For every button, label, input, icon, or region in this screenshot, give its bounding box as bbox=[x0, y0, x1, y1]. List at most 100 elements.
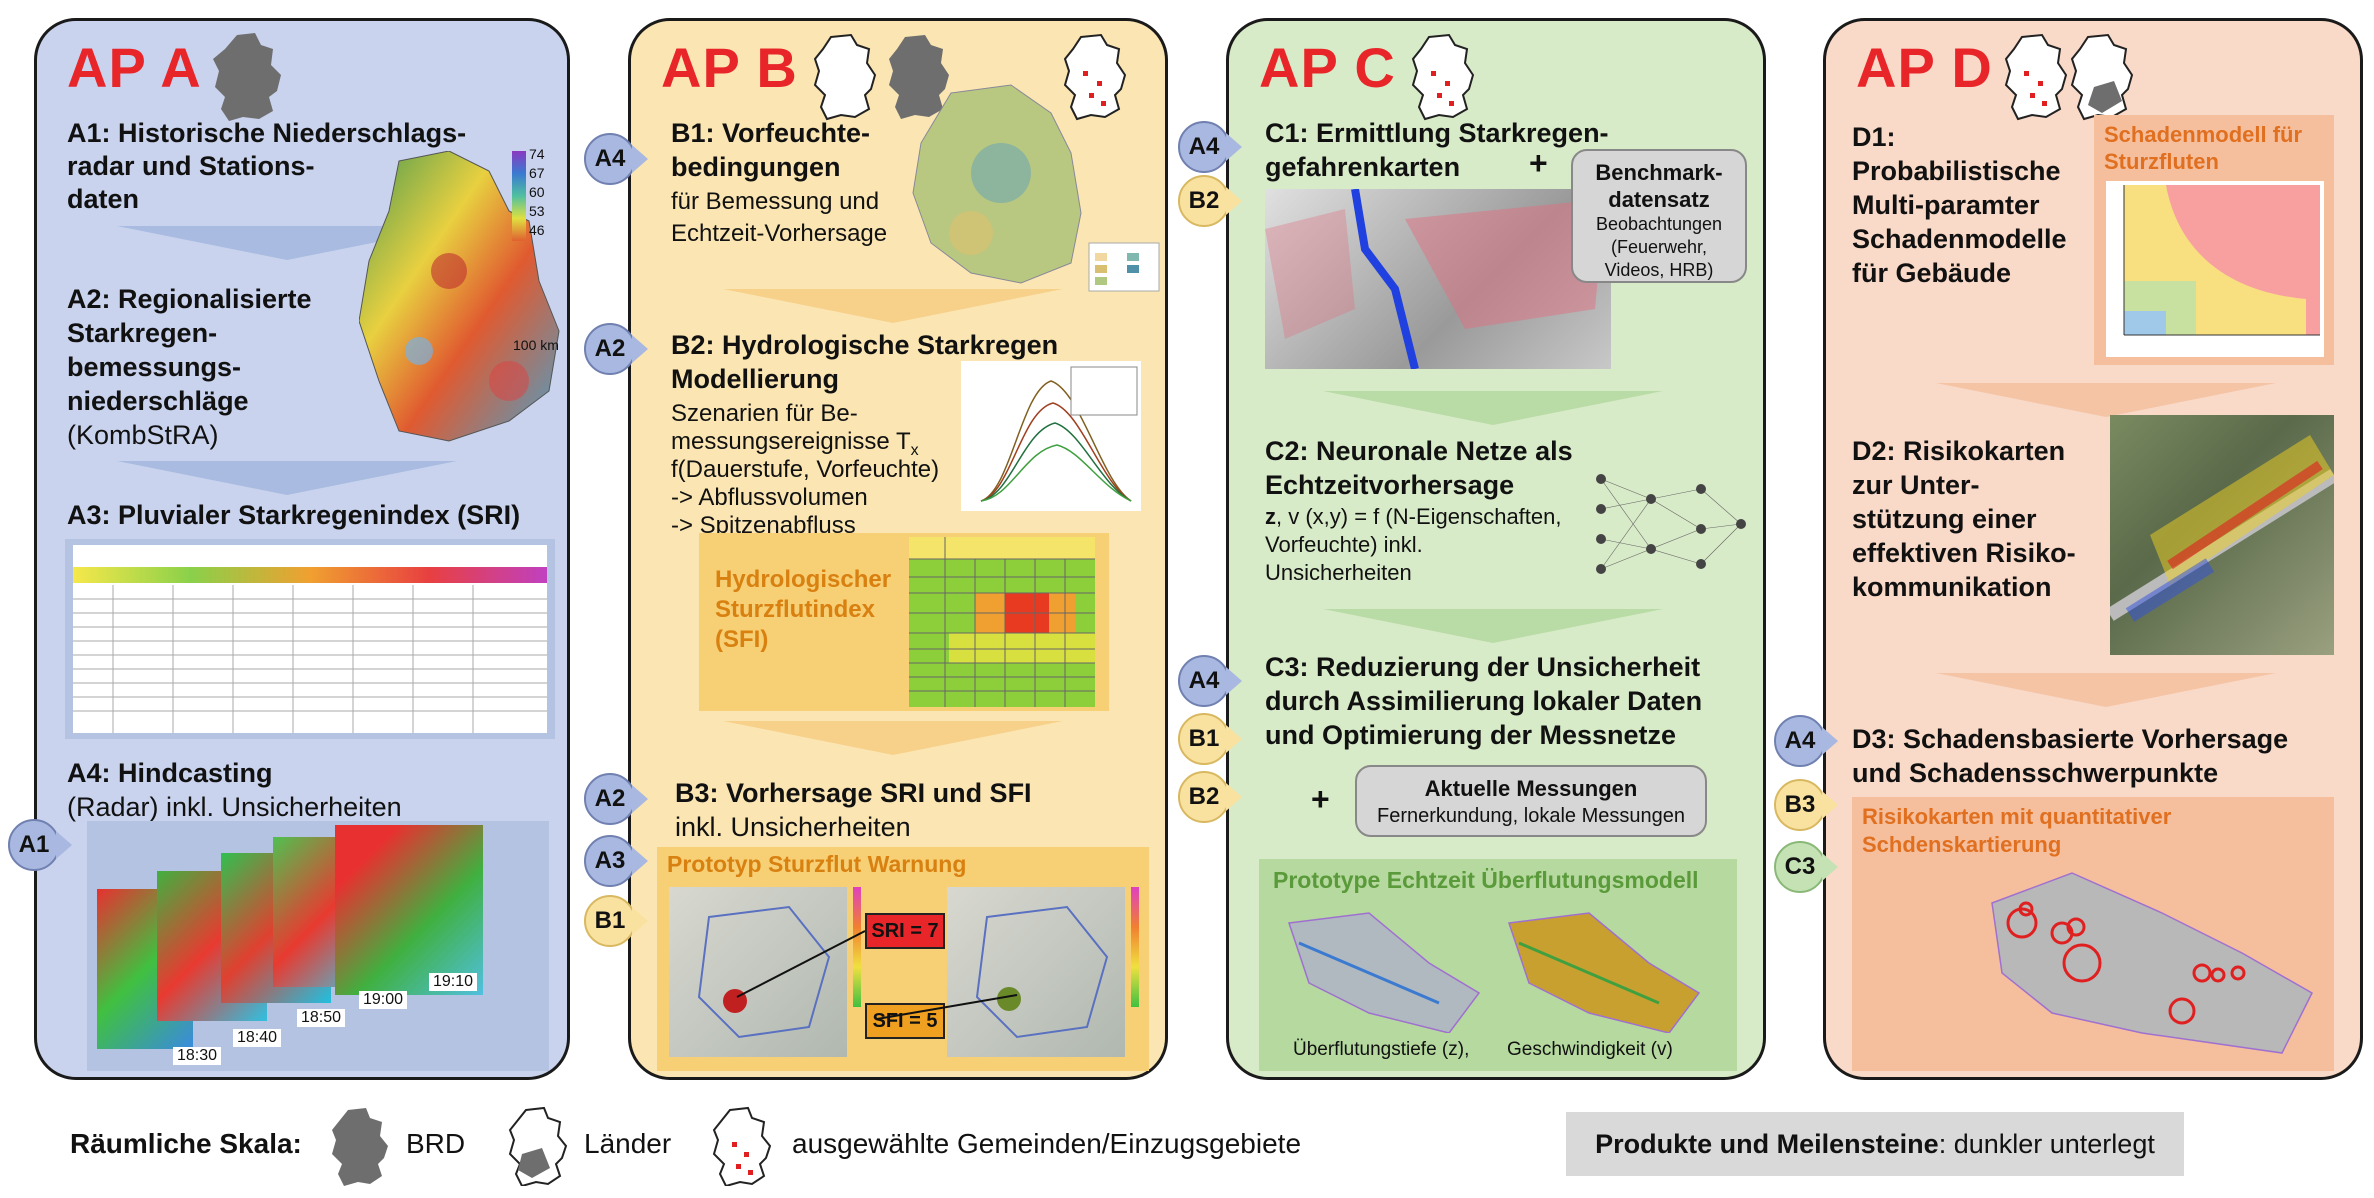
legend-value: 60 bbox=[529, 184, 545, 200]
hydrograph-chart bbox=[961, 361, 1141, 511]
legend-value: 67 bbox=[529, 165, 545, 181]
damage-model-box: Schadenmodell für Sturzfluten bbox=[2094, 115, 2334, 365]
b2-line6: -> Abflussvolumen bbox=[671, 484, 868, 511]
benchmark-box: Benchmark- datensatz Beobachtungen (Feue… bbox=[1571, 149, 1747, 283]
meas-line2: Fernerkundung, lokale Messungen bbox=[1377, 805, 1685, 827]
d1-line1: D1: bbox=[1852, 122, 1896, 152]
tag-a4: A4 bbox=[1178, 654, 1242, 708]
d2-line3: stützung einer bbox=[1852, 504, 2037, 534]
a1-line3: daten bbox=[67, 184, 140, 214]
b1-line2: bedingungen bbox=[671, 152, 841, 182]
bench-line3: Beobachtungen bbox=[1595, 214, 1723, 234]
b1-line1: B1: Vorfeuchte- bbox=[671, 118, 871, 148]
tag-b3: B3 bbox=[1774, 778, 1838, 832]
tag-b1: B1 bbox=[584, 894, 648, 948]
c2-line5: Unsicherheiten bbox=[1265, 560, 1412, 585]
germany-gemeinden-laender-icons bbox=[2004, 33, 2134, 121]
current-measurements-box: Aktuelle Messungen Fernerkundung, lokale… bbox=[1355, 765, 1707, 837]
legend-value: 53 bbox=[529, 203, 545, 219]
d3-line1: D3: Schadensbasierte Vorhersage bbox=[1852, 724, 2289, 754]
legend-laender: Länder bbox=[584, 1128, 672, 1159]
tag-a2: A2 bbox=[584, 322, 648, 376]
sri-table-box bbox=[65, 539, 555, 739]
legend-value: 46 bbox=[529, 222, 545, 238]
panel-ap-c: AP C C1: Ermittlung Starkregen- gefahren… bbox=[1226, 18, 1766, 1080]
tag-b2: B2 bbox=[1178, 174, 1242, 228]
legend-gemeinden: ausgewählte Gemeinden/Einzugsgebiete bbox=[792, 1128, 1302, 1159]
tag-a4: A4 bbox=[1774, 714, 1838, 768]
ap-a-title: AP A bbox=[67, 36, 202, 99]
prototype-warning-title: Prototyp Sturzflut Warnung bbox=[667, 851, 967, 877]
a2-line1: A2: Regionalisierte bbox=[67, 284, 312, 314]
radar-time: 18:40 bbox=[233, 1029, 282, 1047]
d2-line5: kommunikation bbox=[1852, 572, 2052, 602]
sfi-line3: (SFI) bbox=[715, 626, 769, 653]
b3-line2: inkl. Unsicherheiten bbox=[675, 812, 911, 842]
flow-arrow bbox=[117, 461, 457, 495]
radar-time: 18:50 bbox=[297, 1009, 346, 1027]
flood-caption-depth: Überflutungstiefe (z), bbox=[1293, 1039, 1470, 1060]
panel-ap-a: AP A A1: Historische Niederschlags- rada… bbox=[34, 18, 570, 1080]
c2-line3: z, v (x,y) = f (N-Eigenschaften, bbox=[1265, 504, 1562, 529]
tag-a3: A3 bbox=[584, 834, 648, 888]
meas-line1: Aktuelle Messungen bbox=[1424, 776, 1638, 801]
b1-line4: Echtzeit-Vorhersage bbox=[671, 220, 888, 247]
b1-line3: für Bemessung und bbox=[671, 188, 880, 215]
radar-frames-box: 18:30 18:40 18:50 19:00 19:10 bbox=[87, 821, 549, 1071]
prototype-warning-box: Prototyp Sturzflut Warnung SRI = 7 SFI =… bbox=[657, 847, 1149, 1071]
damage-hotspot-map bbox=[1991, 872, 2313, 1054]
b2-line1: B2: Hydrologische Starkregen bbox=[671, 330, 1059, 360]
radar-time: 19:00 bbox=[359, 991, 408, 1009]
d2-line4: effektiven Risiko- bbox=[1852, 538, 2076, 568]
flow-arrow bbox=[1323, 609, 1663, 643]
flow-arrow bbox=[1936, 673, 2276, 707]
a2-line2: Starkregen- bbox=[67, 318, 218, 348]
flow-arrow bbox=[1936, 383, 2276, 417]
tag-a2: A2 bbox=[584, 772, 648, 826]
d1-line2: Probabilistische bbox=[1852, 156, 2061, 186]
sri-value-label: SRI = 7 bbox=[865, 913, 945, 949]
tag-b2: B2 bbox=[1178, 770, 1242, 824]
c3-line1: C3: Reduzierung der Unsicherheit bbox=[1265, 652, 1701, 682]
a4-line1: A4: Hindcasting bbox=[67, 758, 273, 788]
radar-time: 19:10 bbox=[429, 973, 478, 991]
bench-line5: Videos, HRB) bbox=[1604, 260, 1714, 280]
bench-line4: (Feuerwehr, bbox=[1610, 237, 1708, 257]
b3-line1: B3: Vorhersage SRI und SFI bbox=[675, 778, 1032, 808]
c3-line3: und Optimierung der Messnetze bbox=[1265, 720, 1677, 750]
a3-title: A3: Pluvialer Starkregenindex (SRI) bbox=[67, 500, 521, 530]
flood-caption-velocity: Geschwindigkeit (v) bbox=[1507, 1039, 1673, 1060]
brd-icon bbox=[332, 1108, 388, 1186]
risk-quant-line1: Risikokarten mit quantitativer bbox=[1862, 804, 2172, 829]
tag-a1: A1 bbox=[8, 818, 72, 872]
germany-gemeinden-icon bbox=[1411, 33, 1475, 121]
c1-line1: C1: Ermittlung Starkregen- bbox=[1265, 118, 1609, 148]
sfi-line2: Sturzflutindex bbox=[715, 596, 875, 623]
panel-ap-b: AP B B1: Vorfeuchte- bedingungen für Bem… bbox=[628, 18, 1168, 1080]
d1-line4: Schadenmodelle bbox=[1852, 224, 2067, 254]
d2-line1: D2: Risikokarten bbox=[1852, 436, 2066, 466]
map-scale-label: 100 km bbox=[513, 337, 559, 353]
sfi-box: Hydrologischer Sturzflutindex (SFI) bbox=[699, 533, 1109, 711]
b2-line4: messungsereignisse Tx bbox=[671, 428, 919, 459]
a2-line3: bemessungs- bbox=[67, 352, 242, 382]
ap-c-title: AP C bbox=[1259, 36, 1396, 99]
a4-line2: (Radar) inkl. Unsicherheiten bbox=[67, 792, 402, 822]
a2-line4: niederschläge bbox=[67, 386, 249, 416]
c1-line2: gefahrenkarten bbox=[1265, 152, 1461, 182]
damage-model-line2: Sturzfluten bbox=[2104, 149, 2219, 174]
risk-map-quant-box: Risikokarten mit quantitativer Schdenska… bbox=[1852, 797, 2334, 1071]
ap-d-title: AP D bbox=[1856, 36, 1993, 99]
germany-gemeinden-icon bbox=[1063, 33, 1127, 121]
panel-ap-d: AP D D1: Probabilistische Multi-paramter… bbox=[1823, 18, 2363, 1080]
warning-map-left bbox=[669, 887, 847, 1057]
prototype-flood-title: Prototype Echtzeit Überflutungsmodell bbox=[1273, 867, 1699, 893]
germany-laender-icons bbox=[813, 33, 949, 121]
gemeinden-icon bbox=[712, 1106, 772, 1186]
neural-network-icon bbox=[1596, 474, 1746, 574]
tag-a4: A4 bbox=[1178, 120, 1242, 174]
flow-arrow bbox=[723, 289, 1063, 323]
damage-model-line1: Schadenmodell für bbox=[2104, 122, 2303, 147]
plus-sign: + bbox=[1529, 145, 1548, 181]
a1-line2: radar und Stations- bbox=[67, 151, 315, 181]
